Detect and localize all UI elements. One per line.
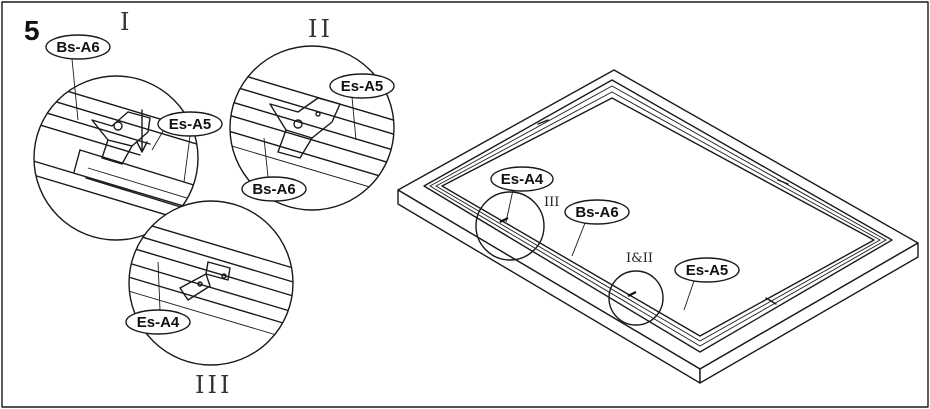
callout-circle-3 bbox=[475, 191, 545, 261]
svg-text:Bs-A6: Bs-A6 bbox=[252, 181, 295, 198]
frame-assembly bbox=[397, 69, 919, 384]
detail-2-label: II bbox=[308, 15, 333, 43]
tag-bs-a6-detail-2: Bs-A6 bbox=[241, 176, 307, 202]
svg-text:Bs-A6: Bs-A6 bbox=[575, 204, 618, 221]
callout-circle-1-2 bbox=[608, 270, 664, 326]
frame-callout-1-2-label: I&II bbox=[626, 251, 653, 266]
svg-text:Bs-A6: Bs-A6 bbox=[56, 39, 99, 56]
svg-text:Es-A5: Es-A5 bbox=[341, 78, 384, 95]
tag-es-a4-detail-3: Es-A4 bbox=[125, 309, 191, 335]
detail-1-label: I bbox=[120, 8, 132, 36]
svg-text:Es-A4: Es-A4 bbox=[501, 171, 544, 188]
detail-2-content bbox=[230, 69, 394, 197]
tag-bs-a6-frame: Bs-A6 bbox=[564, 199, 630, 225]
tag-es-a5-frame: Es-A5 bbox=[674, 257, 740, 283]
svg-text:Es-A5: Es-A5 bbox=[169, 116, 212, 133]
tag-es-a5-detail-2: Es-A5 bbox=[329, 73, 395, 99]
frame-callout-3-label: III bbox=[544, 195, 559, 210]
tag-es-a4-frame: Es-A4 bbox=[490, 166, 554, 192]
detail-3-label: III bbox=[195, 371, 232, 399]
svg-text:Es-A5: Es-A5 bbox=[686, 262, 729, 279]
tag-bs-a6-detail-1: Bs-A6 bbox=[45, 34, 111, 60]
tag-es-a5-detail-1: Es-A5 bbox=[157, 111, 223, 137]
leader-lines bbox=[71, 58, 695, 311]
detail-3-content bbox=[129, 217, 293, 343]
svg-text:Es-A4: Es-A4 bbox=[137, 314, 180, 331]
step-number: 5 bbox=[24, 15, 40, 46]
